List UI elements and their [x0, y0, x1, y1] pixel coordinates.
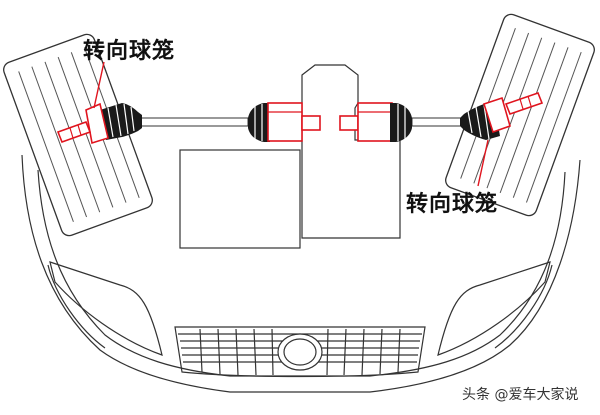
brand-emblem [277, 333, 323, 371]
grille-ribs [199, 328, 401, 376]
right-drive-shaft [411, 117, 463, 127]
engine-block [179, 149, 301, 249]
label-leader-lines [93, 61, 489, 187]
left-outer-cv-joint [56, 102, 142, 145]
right-headlight [437, 261, 551, 356]
cv-joint-label-left: 转向球笼 [83, 39, 176, 64]
left-headlight [49, 261, 163, 356]
watermark-text: 头条 @爱车大家说 [462, 387, 579, 403]
transmission [301, 64, 401, 239]
left-inner-cv-joint [248, 102, 321, 142]
left-drive-shaft [139, 117, 249, 127]
cv-joint-label-right: 转向球笼 [406, 192, 499, 217]
right-outer-cv-joint [460, 91, 544, 140]
right-inner-cv-joint [339, 102, 412, 142]
